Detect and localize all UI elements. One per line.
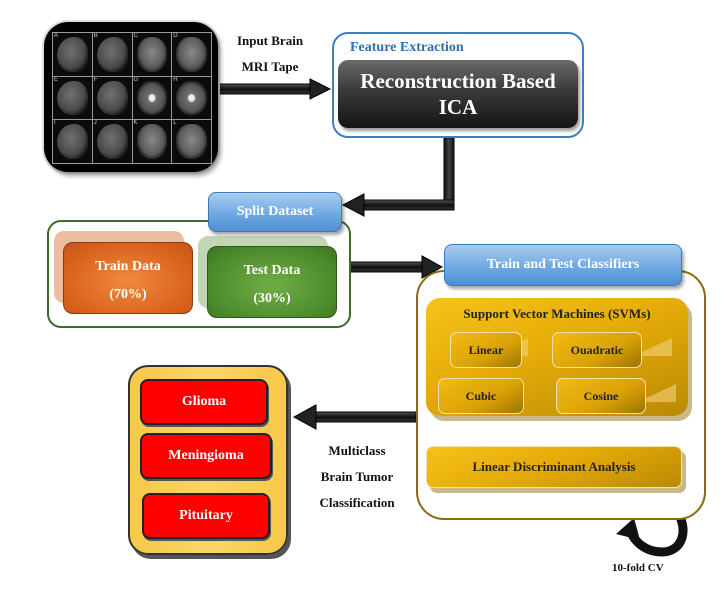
lda-box: Linear Discriminant Analysis — [426, 446, 682, 488]
input-caption-line1: Input Brain — [236, 33, 304, 48]
mri-slice: D — [172, 33, 211, 76]
mri-slice-label: A — [54, 33, 59, 39]
cv-loop-arrow-icon — [616, 507, 688, 557]
mri-slice-label: E — [54, 76, 59, 83]
mri-slice: G — [132, 76, 172, 120]
input-caption-line2: MRI Tape — [241, 59, 299, 74]
input-caption: Input Brain MRI Tape — [222, 28, 318, 80]
arrow-input-to-feature — [216, 78, 332, 100]
output-caption-line1: Multiclass — [328, 443, 386, 458]
mri-slice: B — [92, 33, 132, 76]
mri-slice-label: D — [173, 33, 178, 39]
mri-slice: E — [53, 76, 92, 120]
mri-image-panel: A B C D E F G H I J K L — [44, 22, 218, 172]
kernel-tail-decoration — [634, 338, 672, 356]
feature-extraction-title: Feature Extraction — [350, 40, 464, 55]
mri-slice: C — [132, 33, 172, 76]
mri-slice-label: F — [93, 76, 98, 83]
split-dataset-tab: Split Dataset — [208, 192, 342, 232]
test-data-label: Test Data — [243, 263, 301, 278]
class-glioma: Glioma — [140, 379, 268, 425]
mri-slice-label: B — [93, 33, 98, 39]
mri-slice-label: J — [93, 120, 97, 127]
class-meningioma: Meningioma — [140, 433, 272, 479]
mri-slice-label: G — [133, 76, 139, 83]
kernel-tail-decoration — [638, 384, 676, 402]
mri-slice: I — [53, 120, 92, 163]
train-data-percent: (70%) — [109, 287, 147, 302]
mri-slice-label: C — [133, 33, 138, 39]
mri-slice-label: L — [173, 120, 177, 127]
test-data-percent: (30%) — [253, 291, 291, 306]
ica-method-line1: Reconstruction Based — [360, 69, 556, 93]
mri-slice: F — [92, 76, 132, 120]
feature-extraction-panel: Feature Extraction Reconstruction Based … — [332, 32, 584, 138]
ica-method-line2: ICA — [438, 95, 478, 119]
mri-slice: L — [172, 120, 211, 163]
kernel-cosine: Cosine — [556, 378, 646, 414]
mri-grid: A B C D E F G H I J K L — [52, 32, 212, 164]
output-caption-line2: Brain Tumor — [320, 469, 394, 484]
ica-method-box: Reconstruction Based ICA — [338, 60, 578, 128]
train-data-label: Train Data — [95, 259, 161, 274]
mri-slice-label: K — [133, 120, 138, 127]
arrow-feature-to-split — [341, 137, 455, 217]
mri-slice-label: H — [173, 76, 178, 83]
output-caption: Multiclass Brain Tumor Classification — [302, 438, 412, 516]
class-pituitary: Pituitary — [142, 493, 270, 539]
train-data-box: Train Data (70%) — [63, 242, 193, 314]
svm-title: Support Vector Machines (SVMs) — [463, 306, 651, 321]
kernel-cubic: Cubic — [438, 378, 524, 414]
cv-label: 10-fold CV — [612, 562, 664, 574]
output-caption-line3: Classification — [319, 495, 395, 510]
test-data-box: Test Data (30%) — [207, 246, 337, 318]
mri-slice: H — [172, 76, 211, 120]
mri-slice: K — [132, 120, 172, 163]
classifiers-tab: Train and Test Classifiers — [444, 244, 682, 286]
mri-slice: J — [92, 120, 132, 163]
mri-slice: A — [53, 33, 92, 76]
tumor-classes-panel: Glioma Meningioma Pituitary — [128, 365, 288, 555]
svm-panel: Support Vector Machines (SVMs) Linear Ou… — [426, 298, 688, 416]
kernel-quadratic: Ouadratic — [552, 332, 642, 368]
arrow-classifiers-to-output — [292, 404, 417, 430]
kernel-linear: Linear — [450, 332, 522, 368]
mri-slice-label: I — [54, 120, 56, 127]
